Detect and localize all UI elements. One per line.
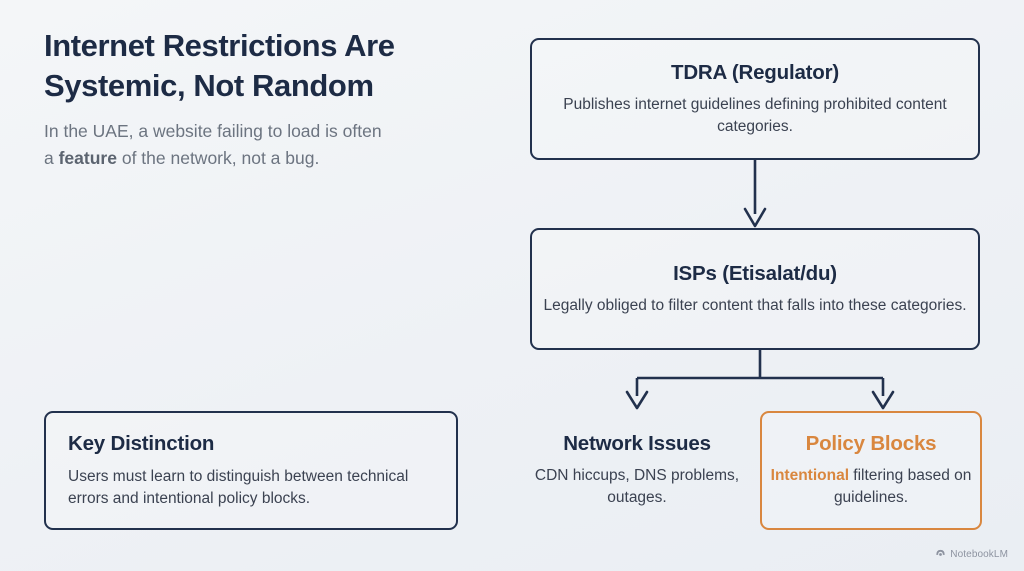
- flow-node-tdra-title: TDRA (Regulator): [671, 60, 839, 84]
- connector-isps-to-outcomes: [600, 350, 920, 412]
- key-distinction-body: Users must learn to distinguish between …: [68, 467, 409, 507]
- arrow-down-icon: [743, 160, 767, 228]
- flow-node-tdra-body: Publishes internet guidelines defining p…: [563, 95, 947, 135]
- flow-node-network-issues[interactable]: Network Issues CDN hiccups, DNS problems…: [530, 411, 744, 530]
- flow-node-isps-body: Legally obliged to filter content that f…: [543, 296, 967, 314]
- subtitle-suffix: of the network, not a bug.: [116, 147, 320, 168]
- flow-node-policy-blocks-body: Intentional filtering based on guideline…: [762, 465, 980, 509]
- key-distinction-card[interactable]: Key Distinction Users must learn to dist…: [44, 411, 458, 530]
- notebooklm-logo-icon: [935, 547, 946, 561]
- flow-node-network-issues-body: CDN hiccups, DNS problems, outages.: [534, 467, 740, 506]
- connector-tdra-to-isps: [637, 160, 873, 230]
- subtitle-line-1: In the UAE, a website failing to load is…: [44, 121, 382, 141]
- notebooklm-watermark-label: NotebookLM: [950, 548, 1008, 560]
- notebooklm-watermark: NotebookLM: [935, 547, 1008, 561]
- subtitle-emphasis: feature: [58, 147, 117, 168]
- flow-node-tdra[interactable]: TDRA (Regulator) Publishes internet guid…: [530, 38, 980, 160]
- policy-blocks-emphasis: Intentional: [770, 467, 849, 484]
- key-distinction-title: Key Distinction: [68, 431, 215, 455]
- flow-node-network-issues-title: Network Issues: [563, 432, 711, 455]
- split-arrows-down-icon: [625, 350, 895, 410]
- page-title: Internet Restrictions Are Systemic, Not …: [44, 28, 395, 103]
- flow-node-policy-blocks-title: Policy Blocks: [805, 432, 937, 455]
- policy-blocks-body-rest: filtering based on guidelines.: [833, 467, 972, 506]
- flow-node-isps-title: ISPs (Etisalat/du): [673, 261, 837, 285]
- flow-node-isps[interactable]: ISPs (Etisalat/du) Legally obliged to fi…: [530, 228, 980, 350]
- flow-node-policy-blocks[interactable]: Policy Blocks Intentional filtering base…: [760, 411, 982, 530]
- page-subtitle: In the UAE, a website failing to load is…: [44, 118, 474, 171]
- subtitle-prefix: a: [44, 147, 59, 168]
